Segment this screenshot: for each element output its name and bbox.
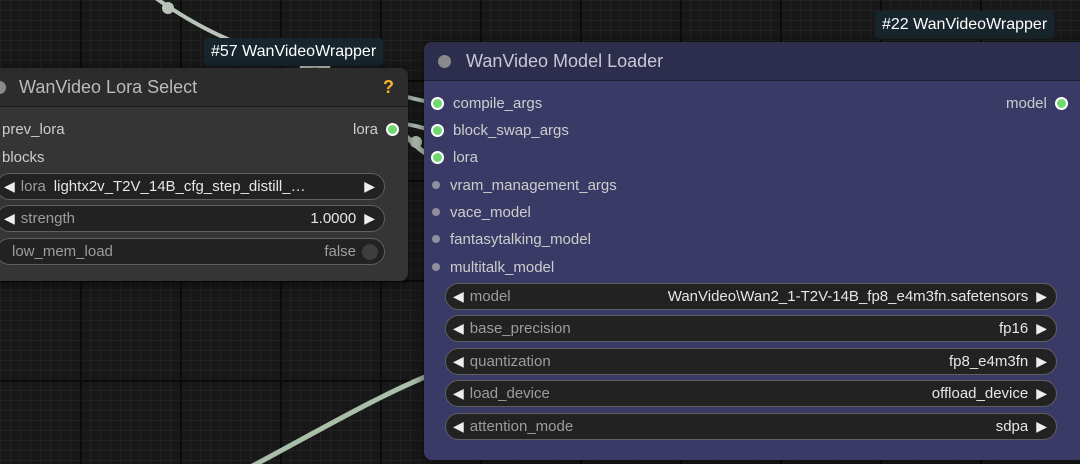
widget-label-low-mem-load: low_mem_load bbox=[12, 243, 113, 260]
input-dot-empty[interactable] bbox=[432, 235, 440, 243]
widget-label-lora: lora bbox=[20, 178, 46, 195]
node-badge-57: #57 WanVideoWrapper bbox=[204, 38, 384, 66]
arrow-left-icon[interactable]: ◀ bbox=[4, 210, 15, 226]
quantization-combo-widget[interactable]: ◀ quantization fp8_e4m3fn ▶ bbox=[445, 348, 1057, 375]
slot-label-blocks: blocks bbox=[2, 148, 45, 166]
arrow-right-icon[interactable]: ▶ bbox=[364, 210, 375, 226]
widget-value: offload_device bbox=[931, 385, 1029, 402]
slot-label: vace_model bbox=[450, 203, 531, 221]
help-icon[interactable]: ? bbox=[383, 76, 394, 97]
arrow-right-icon[interactable]: ▶ bbox=[364, 178, 375, 194]
output-label-model: model bbox=[1006, 94, 1047, 112]
input-slot-fantasytalking-model[interactable]: fantasytalking_model bbox=[431, 228, 591, 250]
slot-label: compile_args bbox=[453, 94, 543, 112]
wire-reroute-dot[interactable] bbox=[162, 2, 174, 14]
arrow-right-icon[interactable]: ▶ bbox=[1036, 385, 1047, 401]
input-dot-empty[interactable] bbox=[432, 181, 440, 189]
input-slot-blocks[interactable]: blocks bbox=[2, 146, 45, 168]
arrow-left-icon[interactable]: ◀ bbox=[453, 418, 464, 434]
collapse-dot-icon[interactable] bbox=[438, 54, 451, 68]
widget-value-strength: 1.0000 bbox=[310, 210, 357, 227]
widget-value-lora: lightx2v_T2V_14B_cfg_step_distill_… bbox=[53, 178, 306, 195]
slot-label: lora bbox=[453, 148, 479, 166]
loader-node-title: WanVideo Model Loader bbox=[466, 50, 664, 71]
widget-value: fp8_e4m3fn bbox=[948, 353, 1029, 370]
widget-label-strength: strength bbox=[20, 210, 75, 227]
low-mem-load-toggle[interactable]: low_mem_load false bbox=[0, 238, 385, 265]
collapse-dot-icon[interactable] bbox=[0, 80, 6, 94]
wire-bottom[interactable] bbox=[245, 372, 431, 464]
input-dot-empty[interactable] bbox=[432, 263, 440, 271]
lora-select-node[interactable]: WanVideo Lora Select ? prev_lora blocks … bbox=[0, 68, 408, 281]
widget-value: fp16 bbox=[999, 320, 1029, 337]
output-slot-lora[interactable]: lora bbox=[353, 118, 399, 140]
slot-label: vram_management_args bbox=[450, 176, 617, 194]
widget-label: quantization bbox=[469, 353, 551, 370]
arrow-left-icon[interactable]: ◀ bbox=[453, 288, 464, 304]
widget-label: base_precision bbox=[469, 320, 571, 337]
input-dot-connected[interactable] bbox=[431, 150, 444, 164]
input-slot-prev-lora[interactable]: prev_lora bbox=[2, 118, 65, 140]
widget-label: load_device bbox=[469, 385, 550, 402]
model-combo-widget[interactable]: ◀ model WanVideo\Wan2_1-T2V-14B_fp8_e4m3… bbox=[445, 283, 1057, 310]
input-dot-empty[interactable] bbox=[432, 208, 440, 216]
widget-value-low-mem-load: false bbox=[324, 243, 356, 260]
input-slot-lora[interactable]: lora bbox=[431, 146, 478, 168]
load-device-combo-widget[interactable]: ◀ load_device offload_device ▶ bbox=[445, 380, 1057, 407]
lora-combo-widget[interactable]: ◀ lora lightx2v_T2V_14B_cfg_step_distill… bbox=[0, 173, 385, 200]
arrow-right-icon[interactable]: ▶ bbox=[1036, 418, 1047, 434]
slot-label: multitalk_model bbox=[450, 258, 555, 276]
widget-value: sdpa bbox=[995, 418, 1029, 435]
output-slot-model[interactable]: model bbox=[1006, 92, 1068, 114]
input-slot-multitalk-model[interactable]: multitalk_model bbox=[431, 256, 554, 278]
input-dot-connected[interactable] bbox=[431, 96, 444, 110]
node-badge-22: #22 WanVideoWrapper bbox=[875, 11, 1055, 39]
base-precision-combo-widget[interactable]: ◀ base_precision fp16 ▶ bbox=[445, 315, 1057, 342]
arrow-right-icon[interactable]: ▶ bbox=[1036, 353, 1047, 369]
model-loader-node[interactable]: WanVideo Model Loader compile_args block… bbox=[424, 42, 1080, 460]
input-slot-block-swap-args[interactable]: block_swap_args bbox=[431, 119, 569, 141]
lora-node-title: WanVideo Lora Select bbox=[19, 76, 198, 97]
output-label-lora: lora bbox=[352, 120, 378, 138]
attention-mode-combo-widget[interactable]: ◀ attention_mode sdpa ▶ bbox=[445, 413, 1057, 440]
widget-value: WanVideo\Wan2_1-T2V-14B_fp8_e4m3fn.safet… bbox=[667, 288, 1029, 305]
arrow-right-icon[interactable]: ▶ bbox=[1036, 288, 1047, 304]
input-slot-vram-management-args[interactable]: vram_management_args bbox=[431, 174, 617, 196]
wire-reroute-dot-2[interactable] bbox=[410, 136, 422, 148]
arrow-left-icon[interactable]: ◀ bbox=[453, 385, 464, 401]
arrow-left-icon[interactable]: ◀ bbox=[453, 353, 464, 369]
slot-label-prev-lora: prev_lora bbox=[2, 120, 65, 138]
arrow-left-icon[interactable]: ◀ bbox=[4, 178, 15, 194]
lora-node-title-bar[interactable]: WanVideo Lora Select ? bbox=[0, 68, 408, 107]
loader-node-title-bar[interactable]: WanVideo Model Loader bbox=[424, 42, 1080, 81]
input-slot-compile-args[interactable]: compile_args bbox=[431, 92, 542, 114]
slot-label: block_swap_args bbox=[453, 121, 569, 139]
output-dot-lora[interactable] bbox=[386, 122, 399, 136]
output-dot-model[interactable] bbox=[1054, 96, 1068, 110]
widget-label: attention_mode bbox=[469, 418, 574, 435]
arrow-left-icon[interactable]: ◀ bbox=[453, 320, 464, 336]
slot-label: fantasytalking_model bbox=[450, 230, 591, 248]
input-slot-vace-model[interactable]: vace_model bbox=[431, 201, 531, 223]
input-dot-connected[interactable] bbox=[431, 123, 444, 137]
toggle-knob[interactable] bbox=[362, 243, 378, 260]
widget-label: model bbox=[469, 288, 511, 305]
arrow-right-icon[interactable]: ▶ bbox=[1036, 320, 1047, 336]
strength-number-widget[interactable]: ◀ strength 1.0000 ▶ bbox=[0, 205, 385, 232]
